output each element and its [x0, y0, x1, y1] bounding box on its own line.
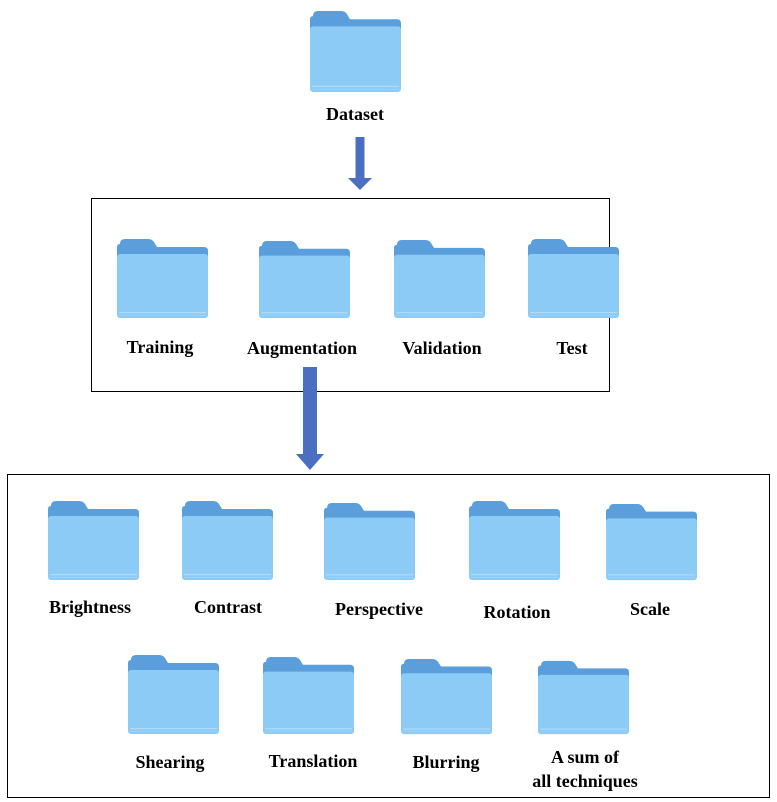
label-training: Training [126, 337, 194, 357]
folder-icon-scale [605, 503, 698, 582]
folder-icon-rotation [468, 500, 561, 582]
folder-icon-test [527, 238, 620, 320]
arrow-down-1 [348, 137, 372, 190]
label-all-techniques: A sum of all techniques [532, 747, 638, 791]
folder-icon-all-techniques [537, 660, 630, 736]
folder-icon-brightness [47, 500, 140, 582]
label-brightness: Brightness [48, 597, 131, 617]
folder-icon-translation [262, 656, 355, 736]
folder-icon-perspective [323, 502, 416, 582]
folder-icon-contrast [181, 500, 274, 582]
techniques-box [7, 474, 770, 798]
label-augmentation: Augmentation [246, 338, 357, 358]
label-translation: Translation [268, 751, 358, 771]
label-rotation: Rotation [483, 602, 551, 622]
folder-icon-augmentation [258, 240, 351, 320]
folder-icon-dataset [309, 10, 402, 94]
label-scale: Scale [630, 599, 670, 619]
label-test: Test [556, 338, 588, 358]
folder-icon-validation [393, 239, 486, 320]
label-blurring: Blurring [412, 752, 480, 772]
label-perspective: Perspective [335, 599, 423, 619]
label-dataset: Dataset [326, 104, 384, 124]
folder-icon-shearing [127, 654, 220, 736]
folder-icon-training [116, 238, 209, 320]
arrow-down-2 [296, 367, 324, 470]
folder-icon-blurring [400, 658, 493, 736]
label-validation: Validation [402, 338, 482, 358]
label-contrast: Contrast [194, 597, 262, 617]
label-shearing: Shearing [135, 752, 205, 772]
